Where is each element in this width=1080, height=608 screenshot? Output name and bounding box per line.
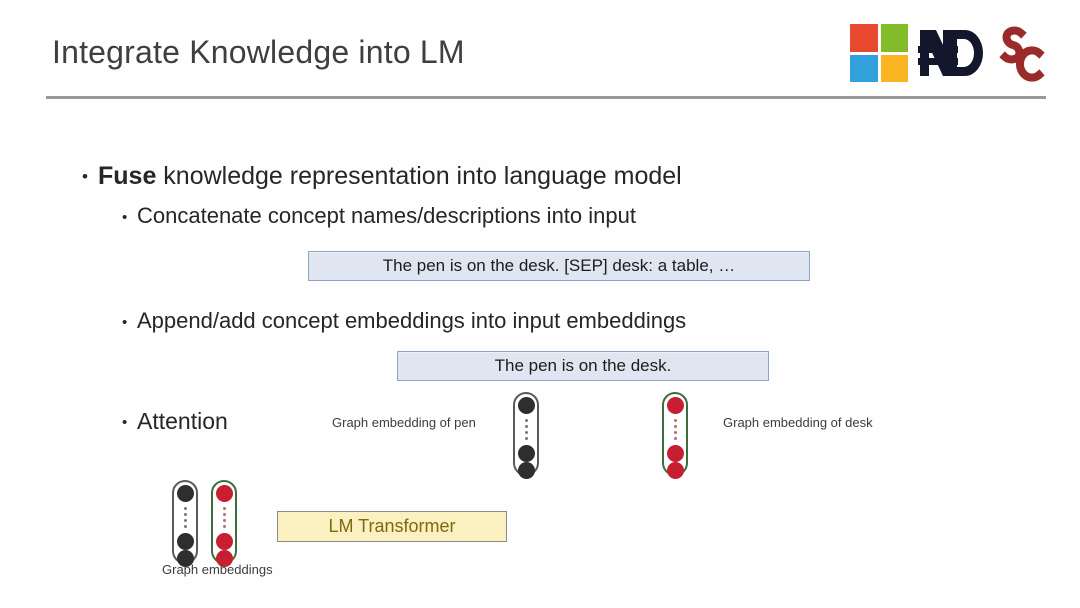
embedding-node <box>666 462 684 479</box>
bullet-concatenate: • Concatenate concept names/descriptions … <box>122 203 636 229</box>
caption-graph-embedding-desk: Graph embedding of desk <box>723 415 873 430</box>
embedding-node <box>215 550 233 567</box>
embedding-node <box>215 533 233 550</box>
bullet-fuse: • Fuse knowledge representation into lang… <box>82 162 682 191</box>
bullet-marker: • <box>82 167 88 187</box>
microsoft-logo <box>850 24 908 82</box>
embedding-ellipsis <box>183 507 187 528</box>
sentence-box-plain: The pen is on the desk. <box>397 351 769 381</box>
caption-graph-embedding-pen: Graph embedding of pen <box>332 415 476 430</box>
title-divider <box>46 96 1046 99</box>
embedding-node <box>666 445 684 462</box>
embedding-ellipsis <box>222 507 226 528</box>
notre-dame-logo <box>916 23 986 83</box>
embedding-column-desk <box>662 392 688 479</box>
embedding-ellipsis <box>673 419 677 440</box>
embedding-column-bottom-red <box>211 480 237 567</box>
microsoft-square-blue <box>850 54 878 82</box>
bullet-marker: • <box>122 313 128 331</box>
sentence-box-plain-text: The pen is on the desk. <box>494 356 672 375</box>
embedding-node <box>517 445 535 462</box>
sentence-box-sep-text: The pen is on the desk. [SEP] desk: a ta… <box>382 256 736 275</box>
embedding-node <box>517 397 535 414</box>
embedding-column-pen <box>513 392 539 479</box>
embedding-node <box>666 397 684 414</box>
bullet-attention: • Attention <box>122 408 228 435</box>
page-title: Integrate Knowledge into LM <box>52 34 465 70</box>
embedding-column-bottom-dark <box>172 480 198 567</box>
embedding-node <box>215 485 233 502</box>
caption-graph-embeddings: Graph embeddings <box>162 562 273 577</box>
microsoft-square-green <box>880 24 908 52</box>
logo-strip <box>850 20 1046 86</box>
lm-transformer-box: LM Transformer <box>277 511 507 542</box>
bullet-append-label: Append/add concept embeddings into input… <box>137 308 687 333</box>
lm-transformer-label: LM Transformer <box>328 516 456 536</box>
bullet-append-add: • Append/add concept embeddings into inpu… <box>122 308 686 334</box>
embedding-node <box>176 533 194 550</box>
embedding-node <box>517 462 535 479</box>
embedding-ellipsis <box>524 419 528 440</box>
bullet-fuse-bold: Fuse <box>98 162 157 190</box>
sentence-box-sep: The pen is on the desk. [SEP] desk: a ta… <box>308 251 810 281</box>
bullet-concatenate-label: Concatenate concept names/descriptions i… <box>137 203 636 228</box>
bullet-marker: • <box>122 414 128 432</box>
bullet-attention-label: Attention <box>137 408 228 434</box>
bullet-fuse-rest: knowledge representation into language m… <box>156 162 682 190</box>
usc-logo <box>994 22 1046 84</box>
embedding-node <box>176 485 194 502</box>
microsoft-square-yellow <box>880 54 908 82</box>
bullet-marker: • <box>122 208 128 226</box>
embedding-node <box>176 550 194 567</box>
microsoft-square-red <box>850 24 878 52</box>
